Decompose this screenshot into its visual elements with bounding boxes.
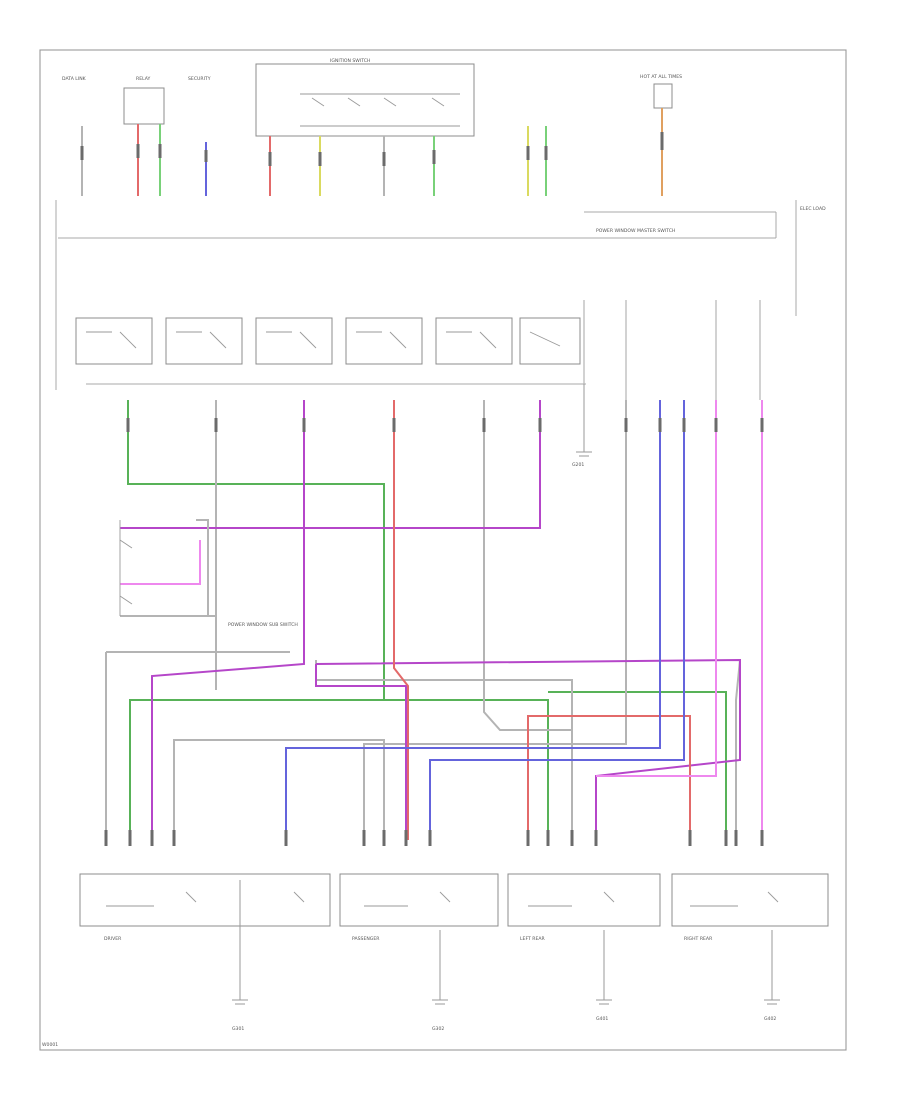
ground-mid: G201 <box>572 384 592 468</box>
mid-note-label: POWER WINDOW SUB SWITCH <box>228 622 298 628</box>
bus-right-label: ELEC LOAD <box>800 206 826 212</box>
ground-bottom: G301 G302 G401 G402 <box>232 880 780 1032</box>
top-section: DATA LINK RELAY SECURITY IGNITION SWITCH… <box>62 58 682 196</box>
wire-blue-2 <box>429 400 685 840</box>
diagram-frame <box>39 49 847 1051</box>
wire-pink-1 <box>596 400 717 777</box>
top-right-label: HOT AT ALL TIMES <box>640 74 682 80</box>
wire-green-2 <box>384 699 549 840</box>
wires <box>105 400 763 840</box>
footer-code: W0001 <box>42 1042 58 1048</box>
bus-left-label: POWER WINDOW MASTER SWITCH <box>596 228 675 234</box>
module-left-rear-label: LEFT REAR <box>520 936 546 942</box>
modules: DRIVER PASSENGER LEFT REAR RIGHT REAR <box>79 873 829 942</box>
module-passenger-label: PASSENGER <box>352 936 380 942</box>
ground-label-1: G201 <box>572 462 584 468</box>
ignition-switch-box <box>255 63 475 137</box>
sub-switch-left: POWER WINDOW SUB SWITCH <box>119 520 298 628</box>
ground-label-5: G402 <box>764 1016 776 1022</box>
top-connectors <box>80 132 664 166</box>
wire-violet-4 <box>120 400 541 529</box>
top-leads <box>81 108 663 196</box>
module-passenger <box>339 873 499 927</box>
master-switch: POWER WINDOW MASTER SWITCH ELEC LOAD <box>55 200 826 400</box>
fuse-box <box>653 83 673 109</box>
module-driver <box>79 873 331 927</box>
top-left-label-2: RELAY <box>136 76 151 82</box>
module-contacts <box>106 891 779 907</box>
top-left-label-3: SECURITY <box>188 76 211 82</box>
wire-red-2 <box>527 715 691 840</box>
module-right-rear <box>671 873 829 927</box>
wire-violet-2 <box>315 658 741 840</box>
wire-green-main <box>127 400 385 840</box>
wire-connectors <box>104 418 764 846</box>
module-driver-label: DRIVER <box>104 936 122 942</box>
wire-gray-sub-2 <box>196 519 209 616</box>
wire-green-3 <box>548 691 727 840</box>
module-right-rear-label: RIGHT REAR <box>684 936 713 942</box>
ground-label-3: G302 <box>432 1026 444 1032</box>
top-center-label: IGNITION SWITCH <box>330 58 370 64</box>
master-switch-terminals <box>583 300 761 400</box>
wire-gray-8 <box>363 400 627 840</box>
ground-label-2: G301 <box>232 1026 244 1032</box>
wire-blue-1 <box>285 400 661 840</box>
master-switch-contacts <box>86 331 561 349</box>
data-link-box <box>123 87 165 125</box>
wire-violet-1 <box>151 400 305 840</box>
module-left-rear <box>507 873 661 927</box>
wire-pink-3 <box>120 540 201 585</box>
master-switch-cells <box>75 317 581 365</box>
wire-violet-3 <box>315 664 407 840</box>
wire-red-1 <box>393 400 409 840</box>
top-left-label-1: DATA LINK <box>62 76 87 82</box>
wire-gray-9 <box>735 659 741 840</box>
ignition-switch-contacts <box>300 93 460 127</box>
wire-gray-6 <box>173 739 385 840</box>
ground-label-4: G401 <box>596 1016 608 1022</box>
